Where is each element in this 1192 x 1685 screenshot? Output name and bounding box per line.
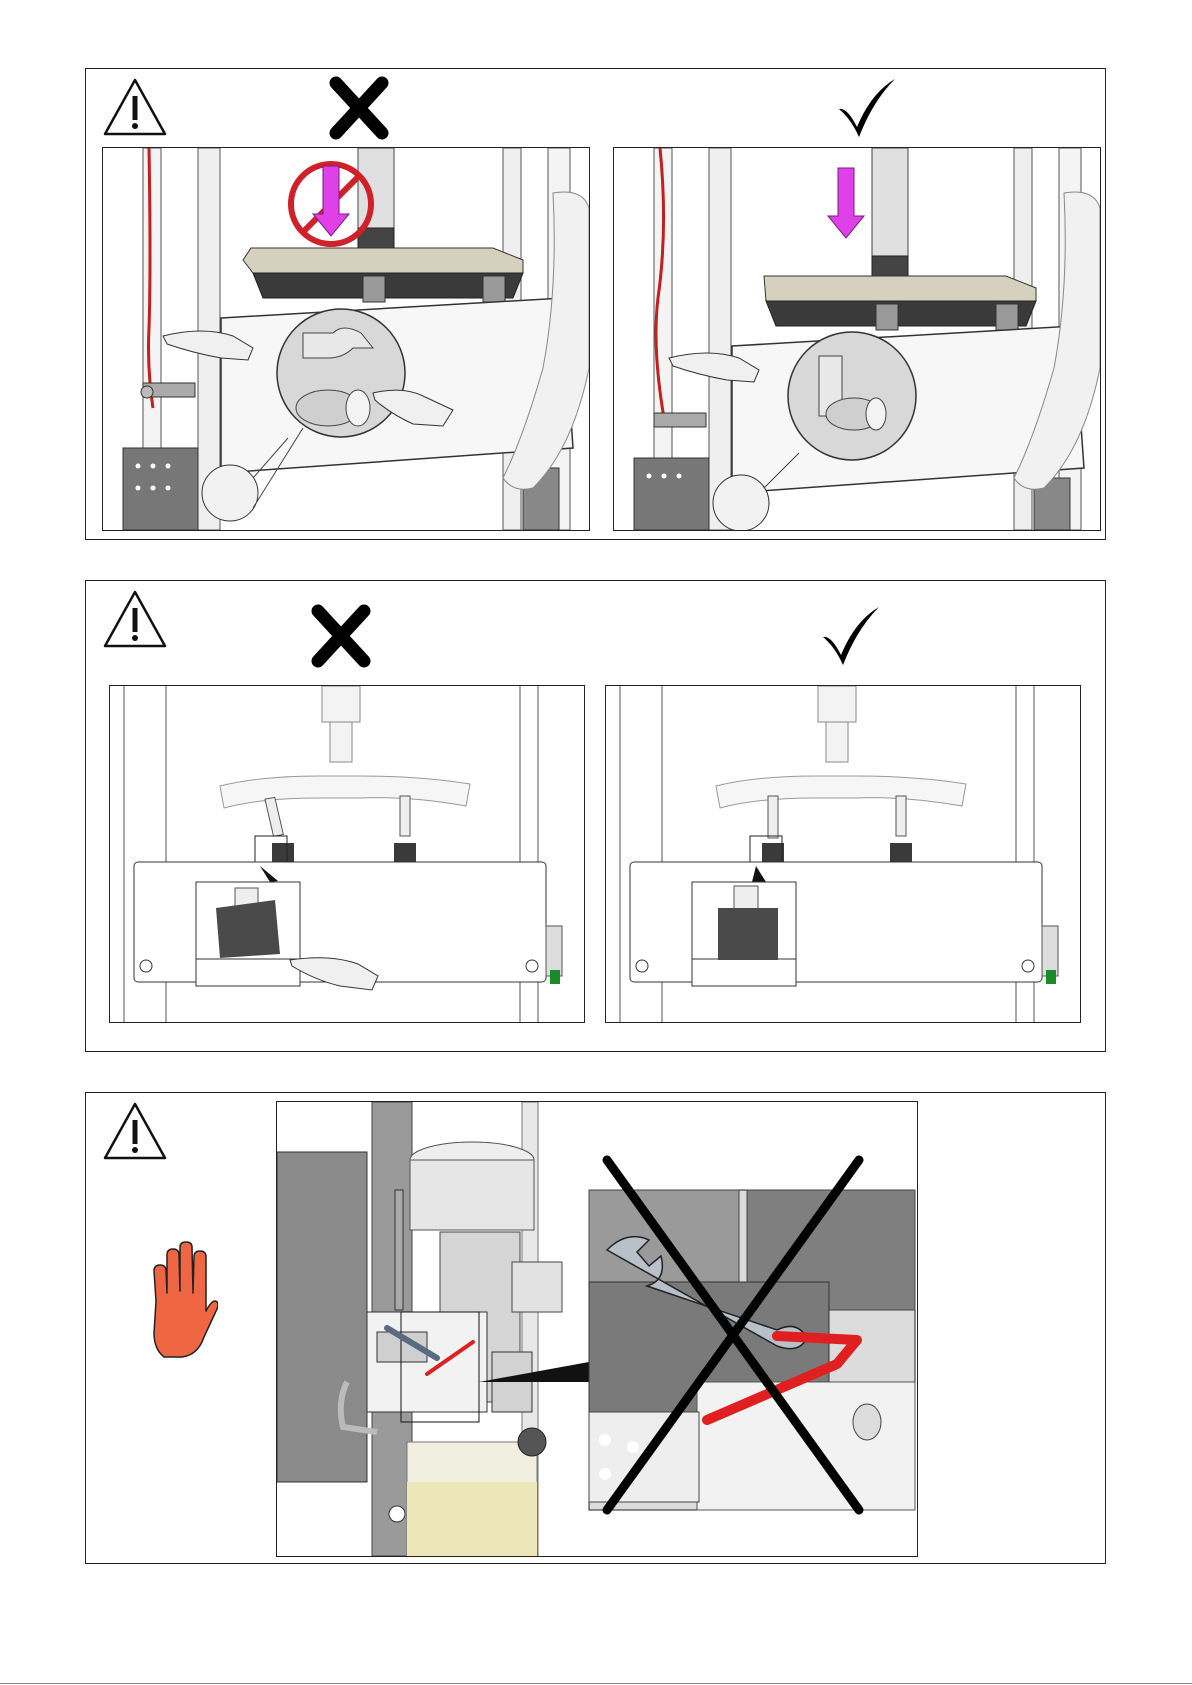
stop-hand-icon — [142, 1241, 218, 1361]
warning-triangle-icon — [102, 77, 168, 137]
illustration-wrong-valve — [109, 685, 585, 1023]
warning-panel-press-lock — [85, 68, 1106, 540]
page-bottom-rule — [0, 1683, 1192, 1684]
illustration-right-press — [613, 147, 1101, 531]
cross-mark-icon — [326, 75, 392, 141]
illustration-right-valve — [605, 685, 1081, 1023]
warning-panel-valve-lever — [85, 580, 1106, 1052]
illustration-wrong-press — [102, 147, 590, 531]
warning-panel-valve-adjustment — [85, 1092, 1106, 1564]
check-mark-icon — [817, 603, 883, 669]
warning-triangle-icon — [102, 1101, 168, 1161]
check-mark-icon — [833, 75, 899, 141]
cross-mark-icon — [308, 603, 374, 669]
warning-triangle-icon — [102, 589, 168, 649]
illustration-valve-adjustment — [276, 1101, 918, 1557]
